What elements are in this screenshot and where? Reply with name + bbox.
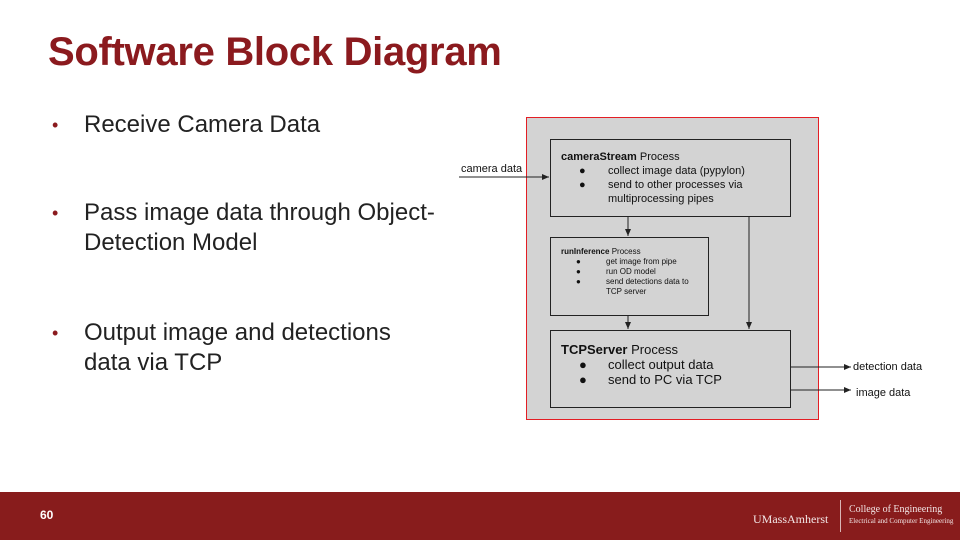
bullet-dot: • — [52, 115, 59, 135]
bullet-dot: • — [52, 203, 59, 223]
run-inference-items: ●get image from pipe ●run OD model ●send… — [561, 257, 708, 297]
list-item: ●send detections data to TCP server — [576, 277, 689, 296]
camera-stream-box: cameraStream Process ●collect image data… — [550, 139, 791, 217]
tcp-server-box: TCPServer Process ●collect output data ●… — [550, 330, 791, 408]
logo-divider — [840, 500, 841, 532]
camera-stream-items: ●collect image data (pypylon) ●send to o… — [561, 164, 790, 206]
tcp-server-items: ●collect output data ●send to PC via TCP — [561, 357, 790, 387]
department-name: Electrical and Computer Engineering — [849, 517, 954, 525]
college-logo: College of Engineering Electrical and Co… — [849, 504, 953, 527]
run-inference-box: runInference Process ●get image from pip… — [550, 237, 709, 316]
slide-title: Software Block Diagram — [48, 30, 502, 74]
list-item: ●get image from pipe — [576, 257, 677, 266]
footer-bar: 60 UMassAmherst College of Engineering E… — [0, 492, 960, 540]
bullet-dot: • — [52, 323, 59, 343]
camera-stream-heading: cameraStream Process — [561, 151, 680, 163]
list-item: ●run OD model — [576, 267, 656, 276]
camera-data-label: camera data — [461, 163, 523, 175]
tcp-server-heading: TCPServer Process — [561, 342, 679, 357]
bullet-text: Pass image data through Object-Detection… — [84, 199, 435, 256]
college-name: College of Engineering — [849, 504, 943, 515]
list-item: ●send to other processes via multiproces… — [579, 179, 743, 205]
page-number: 60 — [40, 508, 54, 522]
list-item: ●collect image data (pypylon) — [579, 165, 745, 177]
list-item: ●collect output data — [579, 357, 714, 372]
detection-data-label: detection data — [853, 361, 923, 373]
run-inference-heading: runInference Process — [561, 247, 641, 256]
bullet-text: Receive Camera Data — [84, 111, 321, 138]
list-item: ●send to PC via TCP — [579, 372, 722, 387]
bullet-text: Output image and detections data via TCP — [84, 319, 391, 376]
image-data-label: image data — [856, 387, 911, 399]
university-logo: UMassAmherst — [753, 512, 829, 526]
